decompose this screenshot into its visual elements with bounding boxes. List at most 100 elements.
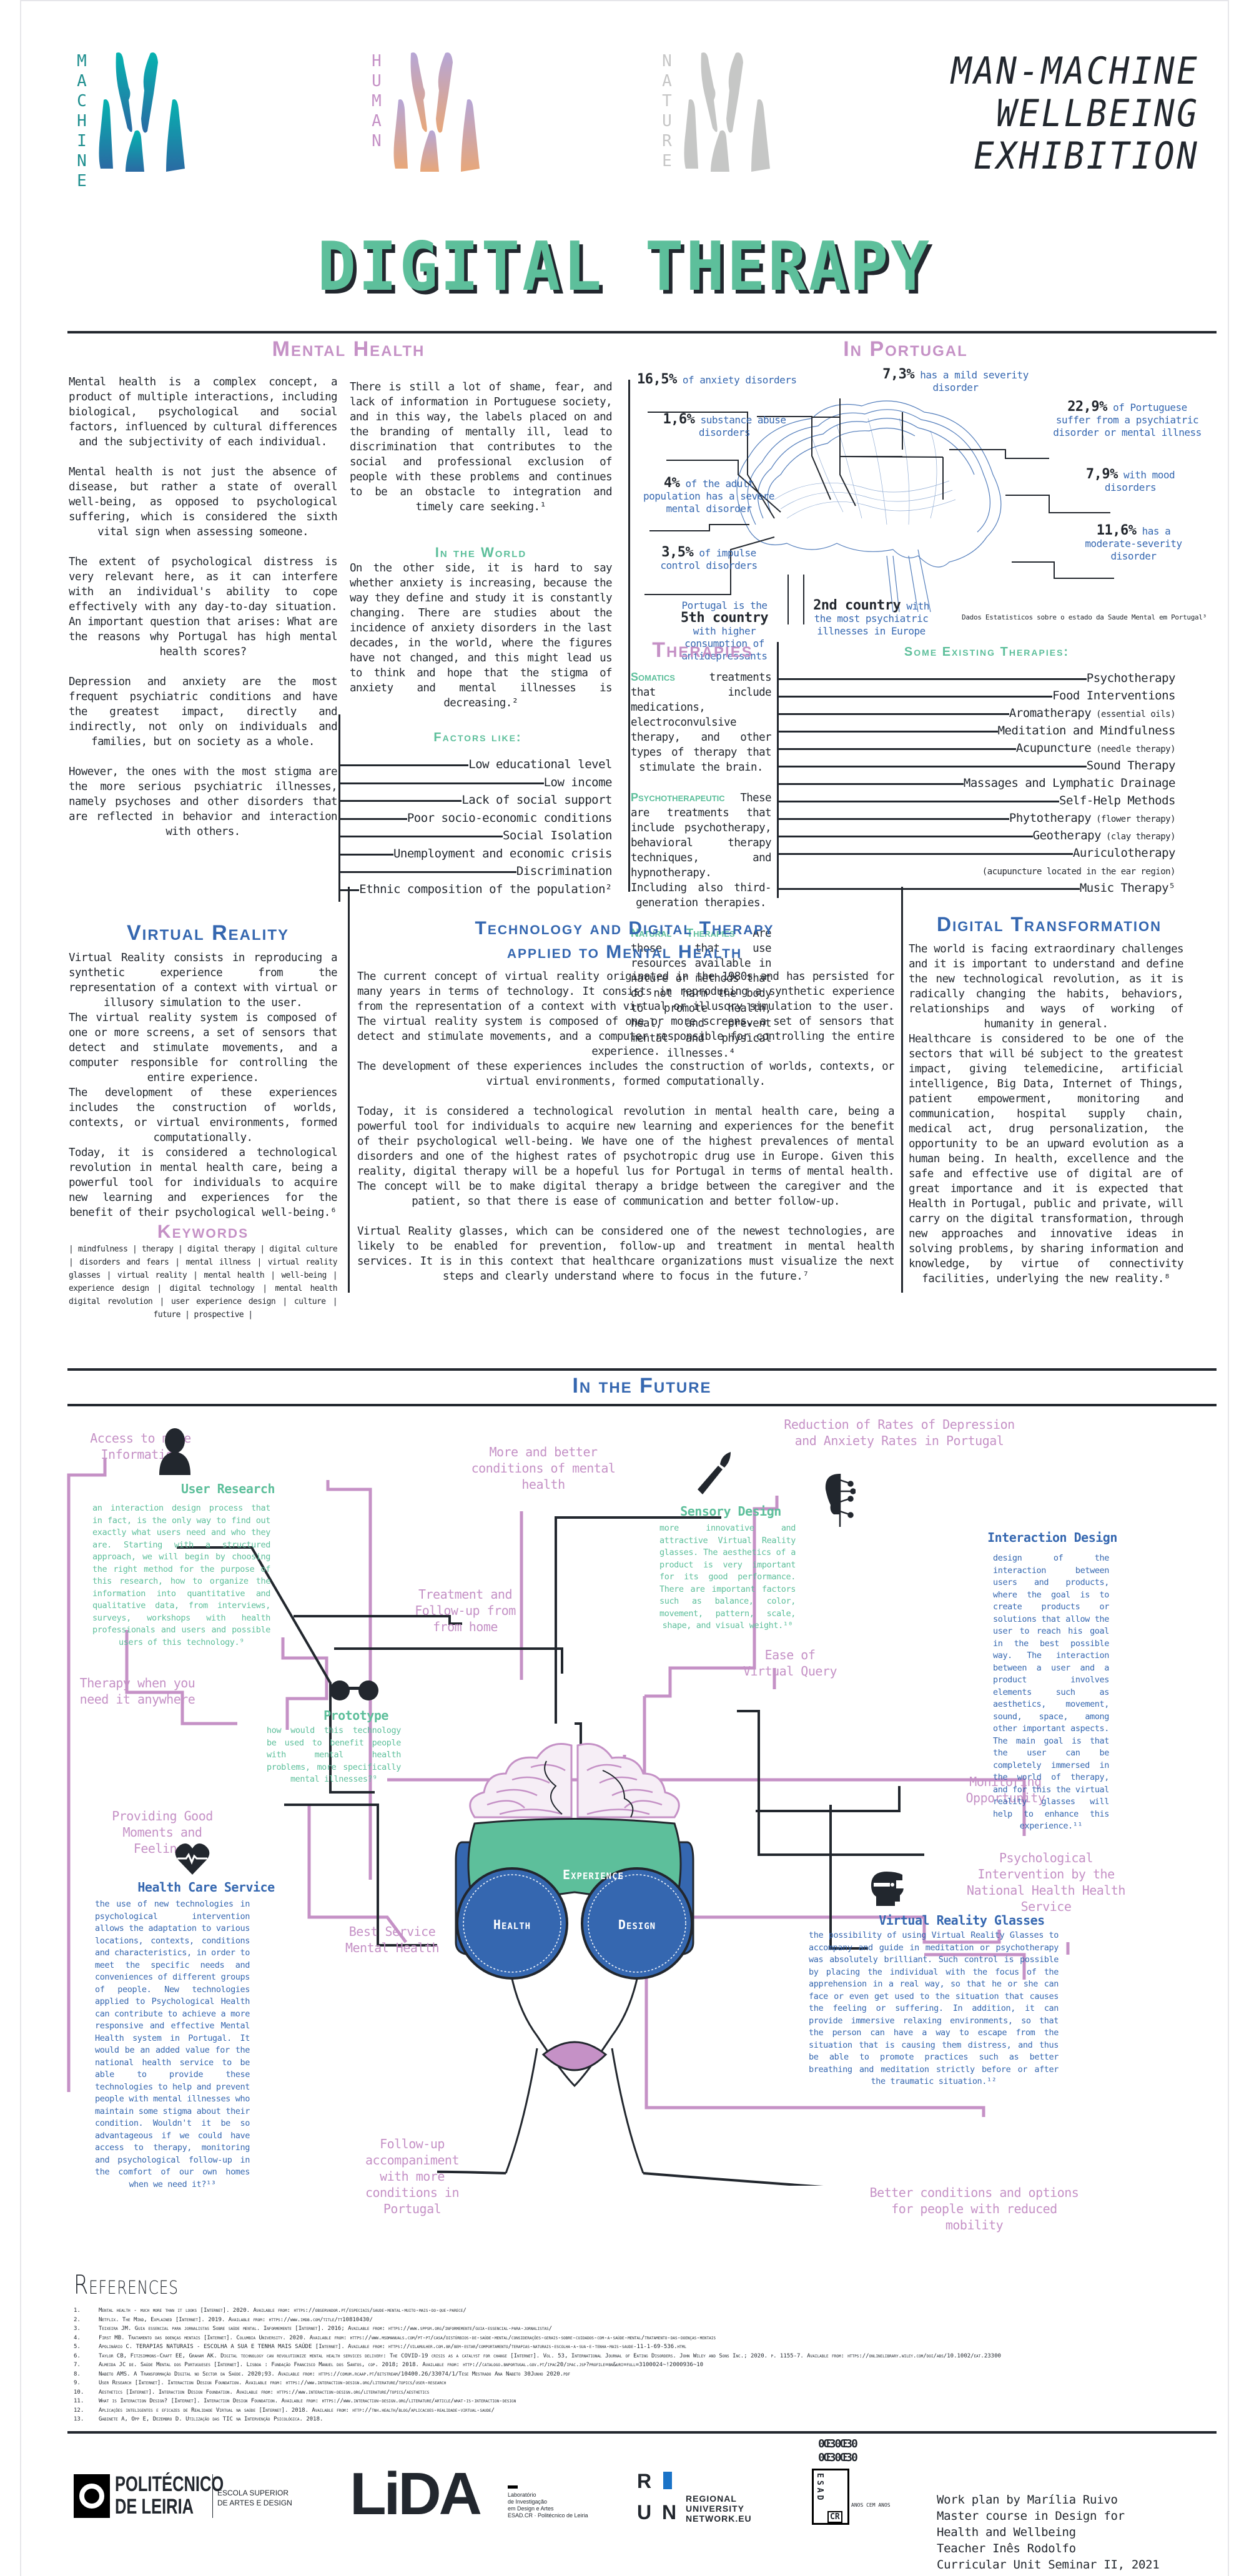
lida-subtitle: Laboratório de Investigação em Design e … — [508, 2485, 588, 2519]
user-icon — [159, 1428, 190, 1475]
logo-letter: N — [77, 152, 87, 170]
stigma-paragraph: There is still a lot of shame, fear, and… — [350, 381, 613, 513]
mental-health-col2: There is still a lot of shame, fear, and… — [350, 380, 613, 711]
factor-label: Discrimination — [516, 864, 613, 878]
in-world-title: In the World — [435, 545, 527, 560]
therapy-list-note: (essential oils) — [1091, 709, 1175, 719]
therapy-connector — [778, 678, 1087, 680]
therapy-connector — [778, 783, 964, 785]
therapy-label: Psychotherapeutic — [631, 791, 725, 804]
factor-connector — [340, 800, 462, 802]
reference-item: 13. Gabinete A, Opp E, Dezembro D. Utiliz… — [74, 2416, 323, 2423]
vr-glasses-text: the possibility of using Virtual Reality… — [809, 1930, 1059, 2086]
logo-letter: A — [662, 72, 672, 91]
tech-p1: The current concept of virtual reality o… — [357, 970, 895, 1058]
therapies-text: Somatics treatments that include medicat… — [631, 669, 772, 1061]
reference-number: 4. — [74, 2334, 81, 2341]
therapy-list-item: Acupuncture (needle therapy) — [778, 739, 1175, 757]
therapy-psychotherapeutic: Psychotherapeutic These are treatments t… — [631, 790, 772, 910]
technology-text: The current concept of virtual reality o… — [357, 969, 895, 1284]
logo-letter: N — [662, 52, 672, 71]
logo-letter: M — [77, 52, 87, 71]
politecnico-line1: POLITÉCNICO — [115, 2472, 224, 2496]
logo-letter: I — [77, 132, 87, 151]
reference-number: 3. — [74, 2326, 81, 2332]
credit-author: Work plan by Marília Ruivo — [937, 2493, 1118, 2507]
factors-divider — [338, 714, 340, 902]
reference-text: Gabinete A, Opp E, Dezembro D. Utilizaçã… — [99, 2416, 323, 2422]
technology-title-line1: Technology and Digital Therapy — [475, 918, 774, 939]
exhibition-line-1: MAN-MACHINE — [950, 49, 1199, 93]
therapy-connector — [778, 888, 1080, 890]
therapy-natural: Natural Therapies Are those that use res… — [631, 925, 772, 1061]
run-text-1: REGIONAL — [686, 2494, 737, 2504]
lida-sub-2: de Investigação — [508, 2499, 548, 2505]
health-care-service-text: the use of new technologies in psycholog… — [95, 1899, 250, 2189]
therapy-list-label: Massages and Lymphatic Drainage — [963, 776, 1176, 790]
exhibition-line-2: WELLBEING — [996, 92, 1199, 136]
reference-item: 9.User Research [Internet]. Interaction … — [74, 2379, 446, 2387]
outcome-monitoring: Monitoring Opportunity — [965, 1774, 1045, 1805]
tech-divider — [901, 887, 903, 1293]
therapy-list-label: Geotherapy (clay therapy) — [1032, 829, 1176, 842]
health-care-service-title: Health Care Service — [137, 1880, 275, 1895]
mental-health-p4: Depression and anxiety are the most freq… — [69, 676, 338, 748]
stat-value: 11,6% — [1096, 523, 1137, 538]
stat-value: 1,6% — [663, 412, 695, 427]
therapy-list-item: Phytotherapy (flower therapy) — [778, 809, 1175, 827]
factor-label: Poor socio-economic conditions — [407, 811, 613, 825]
stat-label: of Portuguese suffer from a psychiatric … — [1053, 402, 1202, 438]
reference-text: Taylor CB, Fitzsimmons-Craft EE, Graham … — [99, 2352, 1001, 2359]
vr-p1: Virtual Reality consists in reproducing … — [69, 952, 338, 1009]
therapy-list-label: Sound Therapy — [1086, 759, 1176, 772]
portugal-stats: 16,5% of anxiety disorders 7,3% has a mi… — [624, 350, 1218, 663]
therapy-connector — [778, 818, 1009, 820]
reference-item: 4.First MB. Tratamento das doenças menta… — [74, 2334, 716, 2342]
therapy-list-label: Meditation and Mindfulness — [997, 724, 1176, 738]
logo-letter: U — [662, 112, 672, 131]
reference-item: 1.Mental health - much more than it look… — [74, 2307, 467, 2314]
therapy-connector — [778, 696, 1052, 698]
therapies-title: Therapies — [652, 638, 753, 662]
therapy-list-label: Phytotherapy (flower therapy) — [1009, 811, 1176, 825]
factors-title: Factors like: — [433, 731, 522, 744]
brain-illustration — [644, 398, 1114, 624]
credit-teacher: Teacher Inês Rodolfo — [937, 2542, 1076, 2555]
therapy-list-item: Psychotherapy — [778, 669, 1176, 687]
stat-label: of anxiety disorders — [682, 374, 797, 386]
politecnico-mark-ring — [79, 2484, 104, 2509]
therapy-list-label: Auriculotherapy — [1072, 846, 1176, 860]
escola-line1: ESCOLA SUPERIOR — [217, 2489, 289, 2497]
logo-nature-mark — [684, 52, 770, 172]
outcome-treatment-home: Treatment and Follow-up from from home — [415, 1587, 516, 1634]
vr-divider — [348, 887, 350, 1293]
reference-number: 13. — [74, 2416, 84, 2422]
exhibition-line-3: EXHIBITION — [973, 134, 1199, 178]
logo-letter: R — [662, 132, 672, 151]
outcome-best-service: Best Service Mental Health — [345, 1924, 440, 1955]
references-divider — [67, 2431, 1217, 2434]
factor-connector — [340, 836, 503, 837]
therapy-somatics: Somatics treatments that include medicat… — [631, 669, 772, 775]
stat-value: 22,9% — [1067, 399, 1107, 415]
politecnico-mark — [74, 2474, 110, 2518]
reference-text: What is Interaction Design? [Internet]. … — [99, 2398, 516, 2404]
factor-label: Lack of social support — [462, 793, 612, 807]
logo-letter: C — [77, 92, 87, 111]
dt-p1: The world is facing extraordinary challe… — [909, 943, 1184, 1030]
reference-text: Teixeira JM. Guia essencial para jornali… — [99, 2326, 553, 2332]
reference-number: 11. — [74, 2398, 84, 2404]
stat-value: 7,9% — [1085, 466, 1118, 482]
digital-transformation-text: The world is facing extraordinary challe… — [909, 942, 1184, 1286]
credit-unit: Curricular Unit Seminar II, 2021 — [937, 2558, 1160, 2572]
therapy-list-note: (acupuncture located in the ear region) — [982, 867, 1176, 877]
run-text-2: UNIVERSITY — [686, 2504, 745, 2514]
therapy-connector — [778, 731, 998, 733]
therapy-text: treatments that include medications, ele… — [631, 671, 772, 774]
reference-text: Almeida JC de. Saúde Mental dos Portugue… — [99, 2362, 704, 2368]
therapy-list-label: Music Therapy⁵ — [1079, 881, 1176, 895]
stat-substance: 1,6% substance abuse disorders — [656, 413, 793, 439]
stat-value: 3,5% — [661, 545, 694, 560]
factor-item: Lack of social support — [340, 791, 612, 809]
